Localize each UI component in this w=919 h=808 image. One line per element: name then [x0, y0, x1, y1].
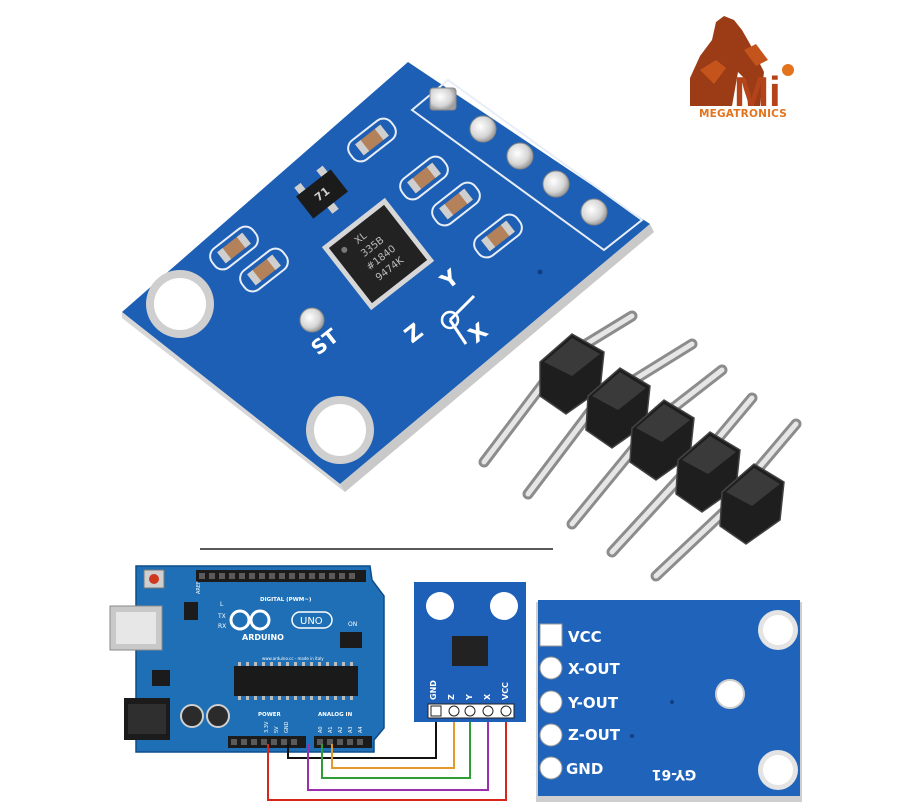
gy61-label: GY-61: [652, 766, 697, 782]
small-pin-y: Y: [465, 694, 474, 701]
pin-label-5v: 5V: [274, 726, 280, 733]
power-label: POWER: [258, 712, 282, 718]
pin-label-a1: A1: [328, 726, 334, 733]
small-pin-x: X: [483, 693, 492, 700]
small-pin-vcc: VCC: [501, 682, 510, 700]
pin-label-a2: A2: [338, 726, 344, 733]
tx-label: TX: [217, 613, 226, 620]
wiring: [267, 712, 507, 801]
back-pin-zout: Z-OUT: [568, 726, 621, 744]
pin-label-3v3: 3.3V: [264, 721, 270, 733]
header-pads: [429, 87, 608, 226]
logo-letters: Mi: [734, 68, 781, 115]
axis-arrows-icon: [440, 294, 476, 345]
arduino-model: UNO: [300, 616, 323, 627]
l-label: L: [220, 601, 224, 608]
digital-label: DIGITAL (PWM~): [260, 597, 312, 603]
wire-z: [331, 712, 455, 769]
small-pin-z: Z: [447, 694, 456, 700]
megatronics-logo: Mi: [690, 16, 794, 115]
rx-label: RX: [218, 623, 226, 630]
voltage-regulator: 71: [294, 165, 348, 219]
pin-header: [478, 310, 802, 582]
pin-label-gnd: GND: [284, 721, 290, 733]
analog-label: ANALOG IN: [318, 712, 353, 718]
wire-gnd: [287, 712, 437, 759]
back-pin-yout: Y-OUT: [567, 694, 619, 712]
accelerometer-module-small: GND Z Y X VCC: [414, 582, 526, 722]
arduino-brand: ARDUINO: [242, 633, 284, 642]
pin-label-a4: A4: [358, 726, 364, 733]
aref-label: AREF: [196, 581, 202, 594]
pin-label-a0: A0: [318, 726, 324, 733]
back-pin-vcc: VCC: [568, 628, 602, 646]
gy61-module-back: VCC X-OUT Y-OUT Z-OUT GND GY-61: [536, 600, 802, 802]
pin-label-a3: A3: [348, 726, 354, 733]
smd-capacitors: [209, 117, 523, 293]
small-pin-gnd: GND: [429, 680, 438, 700]
accelerometer-module-top: 71 XL 335B #1840 9474K ST Z Y X: [122, 62, 654, 492]
on-label: ON: [348, 621, 357, 628]
wire-y: [321, 712, 471, 779]
back-pin-xout: X-OUT: [568, 660, 620, 678]
brand-name: MEGATRONICS: [698, 108, 788, 120]
arduino-uno-board: DIGITAL (PWM~) AREF POWER ANALOG IN 3.3V…: [109, 565, 385, 753]
back-pin-gnd: GND: [566, 760, 603, 778]
wire-x: [307, 712, 489, 791]
arduino-infinity-icon: [229, 609, 271, 631]
made-in-label: www.arduino.cc - made in italy: [262, 656, 324, 661]
accelerometer-chip: XL 335B #1840 9474K: [321, 197, 435, 311]
wire-vcc: [267, 712, 507, 801]
